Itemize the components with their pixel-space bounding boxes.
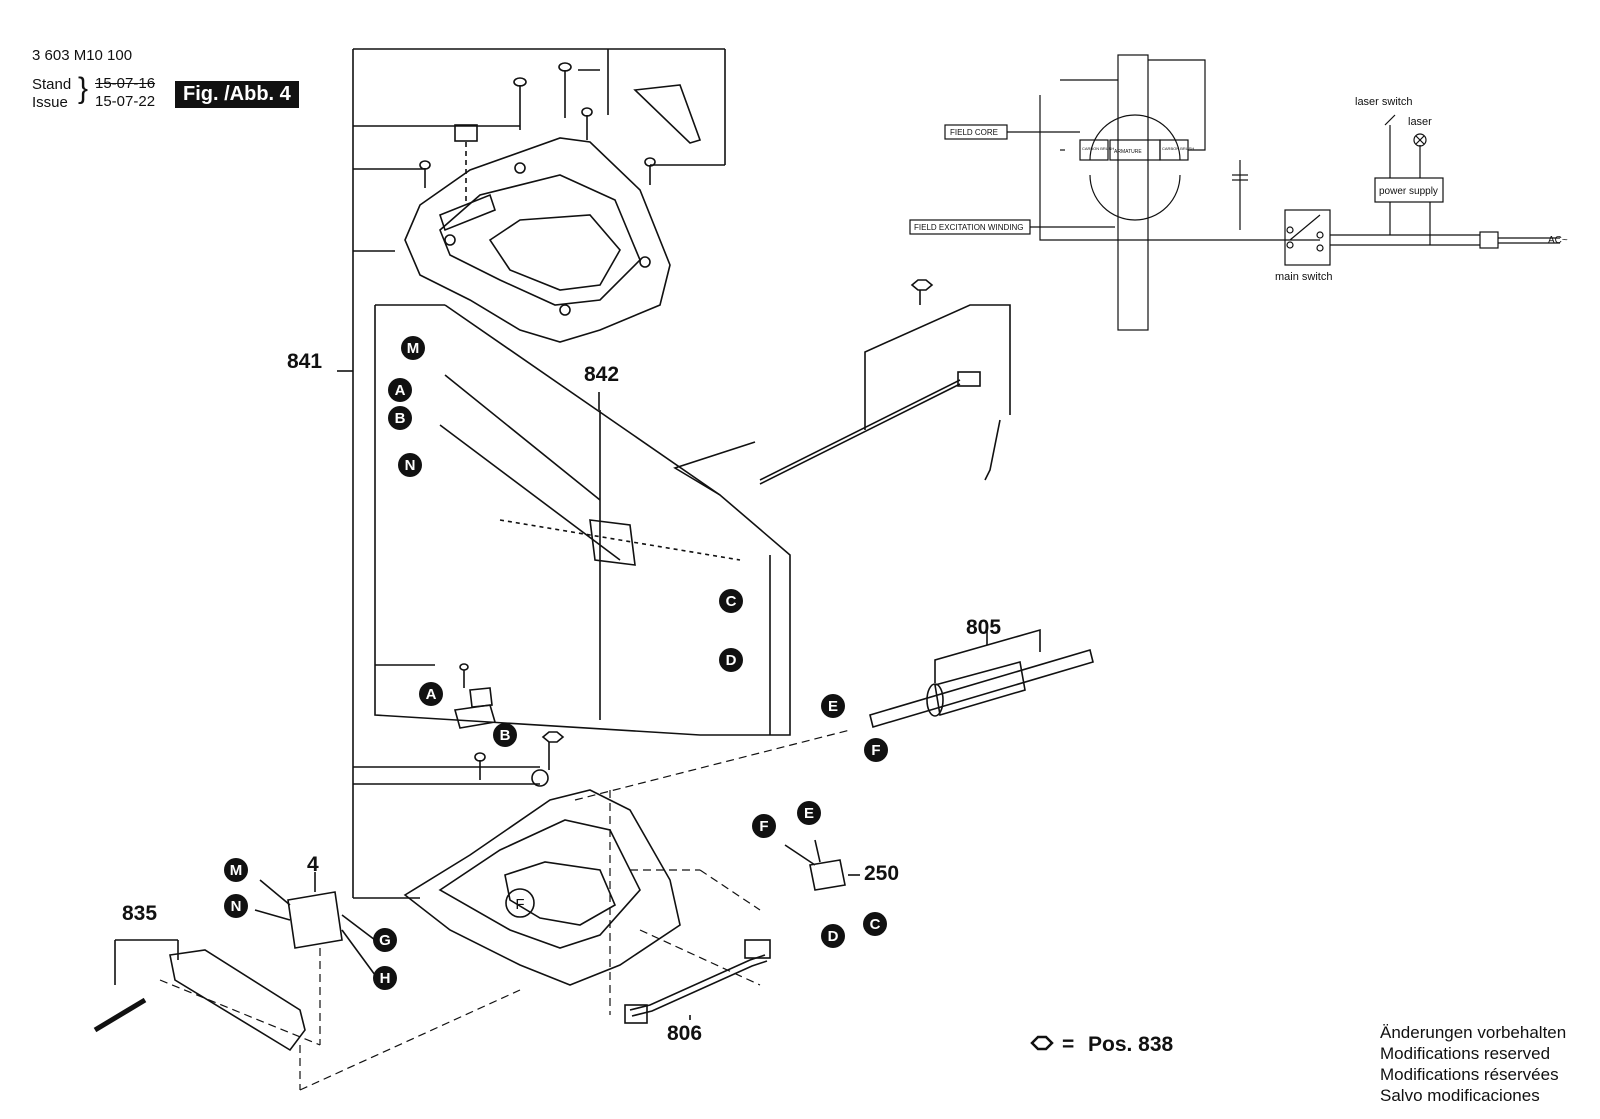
part-number-805: 805	[966, 616, 1002, 639]
svg-text:D: D	[726, 652, 737, 669]
label-main-switch: main switch	[1275, 271, 1332, 283]
part-number-841: 841	[287, 350, 323, 373]
switch-module-ab	[453, 663, 497, 780]
svg-text:G: G	[379, 932, 391, 949]
cable-806	[624, 939, 771, 1024]
svg-text:E: E	[804, 805, 814, 822]
marker-m-top: M	[401, 336, 425, 360]
brace: }	[78, 72, 89, 105]
svg-text:F: F	[515, 896, 524, 913]
issue-label: Issue	[32, 94, 68, 111]
note-german: Änderungen vorbehalten	[1380, 1023, 1567, 1042]
wire-harness-right	[759, 279, 1011, 485]
marker-d-terminal: D	[821, 924, 845, 948]
legend-hex-icon	[1030, 1035, 1054, 1051]
label-ac: AC~	[1548, 235, 1568, 246]
marker-n-bottom: N	[224, 894, 248, 918]
svg-text:C: C	[726, 593, 737, 610]
bracket-841	[337, 48, 726, 899]
alignment-lines	[159, 729, 851, 1091]
cable-assembly-842	[374, 304, 791, 736]
marker-e-switch: E	[821, 694, 845, 718]
svg-text:N: N	[231, 898, 242, 915]
label-carbon-brush-left: CARBON BRUSH	[1082, 146, 1114, 151]
document-number: 3 603 M10 100	[32, 47, 133, 64]
note-english: Modifications reserved	[1380, 1044, 1551, 1063]
spring-holder-835	[93, 939, 306, 1052]
svg-text:F: F	[759, 818, 768, 835]
svg-text:H: H	[380, 970, 391, 987]
part-number-806: 806	[667, 1022, 703, 1045]
part-number-4: 4	[307, 853, 319, 876]
svg-text:F: F	[871, 742, 880, 759]
marker-e-terminal: E	[797, 801, 821, 825]
svg-text:A: A	[426, 686, 437, 703]
label-carbon-brush-right: CARBON BRUSH	[1162, 146, 1194, 151]
marker-b-top: B	[388, 406, 412, 430]
wiring-schematic	[909, 54, 1560, 331]
label-field-excitation: FIELD EXCITATION WINDING	[914, 223, 1023, 232]
marker-f-terminal: F	[752, 814, 776, 838]
svg-text:N: N	[405, 457, 416, 474]
marker-f-switch: F	[864, 738, 888, 762]
svg-text:E: E	[828, 698, 838, 715]
label-laser-switch: laser switch	[1355, 96, 1412, 108]
label-field-core: FIELD CORE	[950, 128, 998, 137]
marker-g: G	[373, 928, 397, 952]
svg-text:M: M	[407, 340, 420, 357]
terminal-block-250	[784, 839, 860, 891]
marker-a-mid: A	[419, 682, 443, 706]
marker-c-top: C	[719, 589, 743, 613]
label-armature: ARMATURE	[1114, 149, 1142, 155]
marker-b-mid: B	[493, 723, 517, 747]
housing-top-cover	[404, 84, 702, 343]
svg-text:B: B	[395, 410, 406, 427]
housing-base	[403, 731, 681, 986]
callout-markers: M A B N C D A B E F F E D C M N G H F	[224, 336, 1054, 1051]
marker-h: H	[373, 966, 397, 990]
marker-c-terminal: C	[863, 912, 887, 936]
svg-text:A: A	[395, 382, 406, 399]
svg-text:C: C	[870, 916, 881, 933]
label-power-supply: power supply	[1379, 186, 1438, 197]
part-number-835: 835	[122, 902, 158, 925]
legend-pos-838: Pos. 838	[1088, 1033, 1174, 1056]
stand-date: 15-07-16	[95, 75, 156, 92]
switch-805	[869, 628, 1094, 729]
wiring-labels: FIELD CORE FIELD EXCITATION WINDING ARMA…	[914, 96, 1568, 283]
marker-d-top: D	[719, 648, 743, 672]
marker-f-base: F	[515, 896, 524, 913]
label-laser: laser	[1408, 116, 1432, 128]
stand-label: Stand	[32, 76, 72, 93]
note-spanish: Salvo modificaciones	[1380, 1086, 1540, 1105]
legend-equals: =	[1062, 1033, 1075, 1056]
note-french: Modifications réservées	[1380, 1065, 1559, 1084]
marker-a-top: A	[388, 378, 412, 402]
svg-text:M: M	[230, 862, 243, 879]
svg-text:D: D	[828, 928, 839, 945]
figure-label: Fig. /Abb. 4	[175, 81, 299, 108]
issue-date: 15-07-22	[95, 93, 156, 110]
marker-n-top: N	[398, 453, 422, 477]
part-number-842: 842	[584, 363, 620, 386]
connector-4	[254, 872, 376, 976]
part-number-250: 250	[864, 862, 900, 885]
screws-top	[419, 62, 656, 205]
svg-text:B: B	[500, 727, 511, 744]
marker-m-bottom: M	[224, 858, 248, 882]
